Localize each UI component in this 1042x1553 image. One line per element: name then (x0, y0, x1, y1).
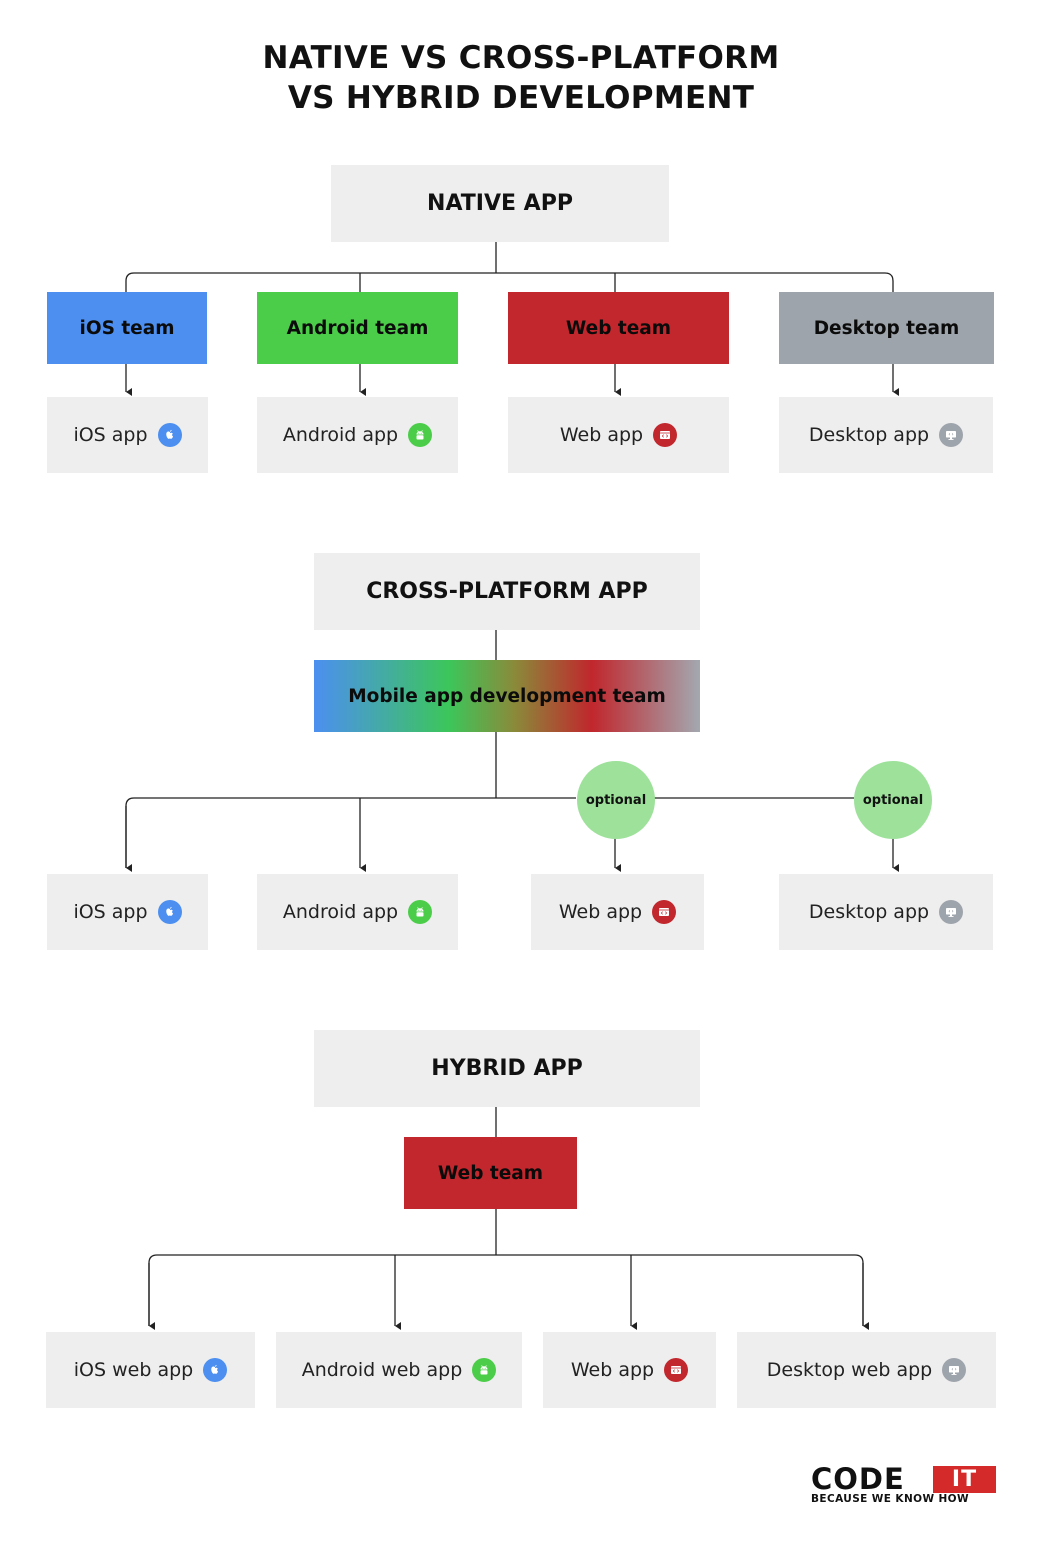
app-label: Desktop app (808, 424, 930, 446)
mobile-dev-team: Mobile app development team (314, 660, 700, 732)
hybrid-web-app: Web app (543, 1332, 716, 1408)
apple-icon (203, 1358, 228, 1382)
app-label: Android app (282, 424, 399, 446)
native-android-app: Android app (257, 397, 458, 473)
cross-platform-header: CROSS-PLATFORM APP (314, 553, 700, 630)
hybrid-android-web-app: Android web app (276, 1332, 522, 1408)
android-icon (408, 423, 433, 447)
cross-desktop-app: Desktop app (779, 874, 993, 950)
logo-it-badge: IT (933, 1466, 996, 1493)
title-line-1: NATIVE VS CROSS-PLATFORM (262, 40, 780, 76)
apple-icon (157, 423, 182, 447)
native-android-team: Android team (257, 292, 458, 364)
optional-label: optional (585, 792, 647, 808)
cross-web-app: Web app (531, 874, 704, 950)
logo-tagline: BECAUSE WE KNOW HOW (811, 1493, 969, 1505)
app-label: Android web app (301, 1359, 463, 1381)
native-app-header-label: NATIVE APP (427, 191, 573, 216)
hybrid-app-header-label: HYBRID APP (431, 1056, 583, 1081)
native-desktop-team: Desktop team (779, 292, 994, 364)
android-icon (472, 1358, 497, 1382)
native-web-app: Web app (508, 397, 729, 473)
optional-badge-web: optional (577, 761, 655, 839)
optional-label: optional (862, 792, 924, 808)
native-web-team: Web team (508, 292, 729, 364)
web-code-icon (664, 1358, 689, 1382)
hybrid-web-team-label: Web team (437, 1162, 544, 1184)
app-label: Android app (282, 901, 399, 923)
app-label: Desktop app (808, 901, 930, 923)
native-ios-team: iOS team (47, 292, 207, 364)
mobile-dev-team-label: Mobile app development team (348, 685, 666, 707)
codeit-logo: CODE IT BECAUSE WE KNOW HOW (811, 1462, 997, 1506)
android-icon (408, 900, 433, 924)
web-team-label: Web team (565, 317, 672, 339)
desktop-icon (939, 900, 964, 924)
desktop-icon (942, 1358, 967, 1382)
app-label: Web app (558, 901, 643, 923)
cross-ios-app: iOS app (47, 874, 208, 950)
cross-platform-header-label: CROSS-PLATFORM APP (366, 579, 648, 604)
native-ios-app: iOS app (47, 397, 208, 473)
apple-icon (157, 900, 182, 924)
hybrid-ios-web-app: iOS web app (46, 1332, 255, 1408)
optional-badge-desktop: optional (854, 761, 932, 839)
hybrid-app-header: HYBRID APP (314, 1030, 700, 1107)
native-desktop-app: Desktop app (779, 397, 993, 473)
app-label: iOS web app (73, 1359, 194, 1381)
app-label: iOS app (73, 901, 148, 923)
web-code-icon (653, 423, 678, 447)
app-label: Desktop web app (766, 1359, 933, 1381)
native-app-header: NATIVE APP (331, 165, 669, 242)
web-code-icon (652, 900, 677, 924)
logo-code-text: CODE (811, 1462, 905, 1496)
ios-team-label: iOS team (79, 317, 175, 339)
desktop-icon (939, 423, 964, 447)
title-line-2: VS HYBRID DEVELOPMENT (287, 80, 755, 116)
android-team-label: Android team (286, 317, 429, 339)
app-label: Web app (570, 1359, 655, 1381)
desktop-team-label: Desktop team (813, 317, 960, 339)
page-title: NATIVE VS CROSS-PLATFORM VS HYBRID DEVEL… (0, 38, 1042, 118)
hybrid-web-team: Web team (404, 1137, 577, 1209)
app-label: Web app (559, 424, 644, 446)
cross-android-app: Android app (257, 874, 458, 950)
hybrid-desktop-web-app: Desktop web app (737, 1332, 996, 1408)
app-label: iOS app (73, 424, 148, 446)
